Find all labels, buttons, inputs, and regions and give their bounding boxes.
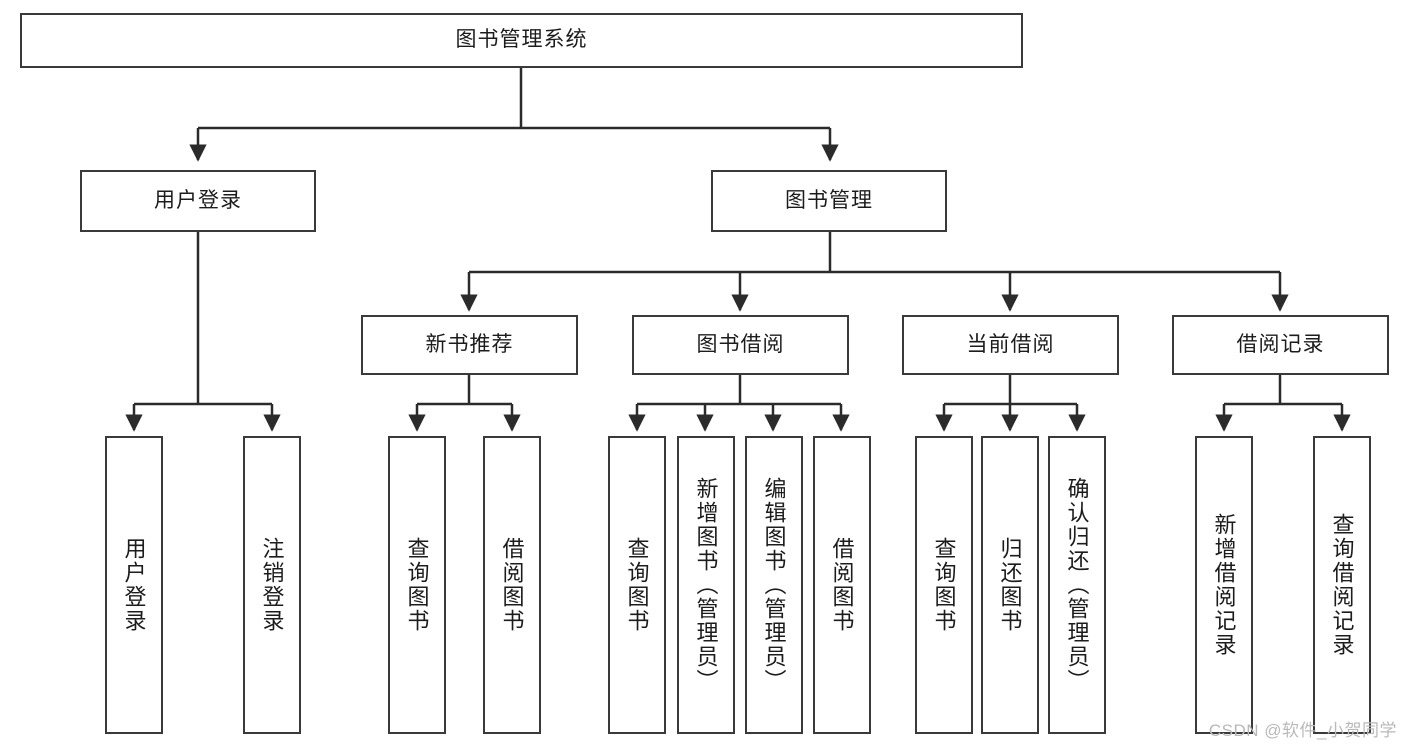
node-borrow-record[interactable]: 借阅记录 bbox=[1172, 315, 1389, 375]
leaf-confirm-return-label: 确认归还（管理员） bbox=[1064, 477, 1090, 693]
node-new-book-recommend-label: 新书推荐 bbox=[425, 332, 514, 356]
leaf-add-record[interactable]: 新增借阅记录 bbox=[1195, 436, 1253, 734]
leaf-query-book-3-label: 查询图书 bbox=[931, 537, 957, 633]
leaf-borrow-book-1[interactable]: 借阅图书 bbox=[483, 436, 541, 734]
leaf-return-book-label: 归还图书 bbox=[997, 537, 1023, 633]
leaf-logout-login[interactable]: 注销登录 bbox=[243, 436, 301, 734]
leaf-return-book[interactable]: 归还图书 bbox=[981, 436, 1039, 734]
leaf-query-book-1-label: 查询图书 bbox=[404, 537, 430, 633]
node-user-login-label: 用户登录 bbox=[154, 188, 242, 212]
leaf-logout-login-label: 注销登录 bbox=[259, 537, 285, 633]
leaf-query-book-1[interactable]: 查询图书 bbox=[388, 436, 446, 734]
leaf-edit-book-label: 编辑图书（管理员） bbox=[761, 477, 787, 693]
leaf-add-book[interactable]: 新增图书（管理员） bbox=[677, 436, 735, 734]
leaf-add-record-label: 新增借阅记录 bbox=[1211, 513, 1237, 657]
node-root-label: 图书管理系统 bbox=[455, 28, 588, 52]
leaf-edit-book[interactable]: 编辑图书（管理员） bbox=[745, 436, 803, 734]
node-book-management-label: 图书管理 bbox=[785, 188, 873, 212]
node-current-borrow-label: 当前借阅 bbox=[966, 332, 1055, 356]
leaf-add-book-label: 新增图书（管理员） bbox=[693, 477, 719, 693]
node-current-borrow[interactable]: 当前借阅 bbox=[902, 315, 1119, 375]
leaf-user-login-label: 用户登录 bbox=[121, 537, 147, 633]
leaf-query-record-label: 查询借阅记录 bbox=[1329, 513, 1355, 657]
leaf-borrow-book-2[interactable]: 借阅图书 bbox=[813, 436, 871, 734]
leaf-query-book-3[interactable]: 查询图书 bbox=[915, 436, 973, 734]
node-user-login[interactable]: 用户登录 bbox=[80, 170, 316, 232]
leaf-borrow-book-1-label: 借阅图书 bbox=[499, 537, 525, 633]
node-new-book-recommend[interactable]: 新书推荐 bbox=[361, 315, 578, 375]
leaf-query-record[interactable]: 查询借阅记录 bbox=[1313, 436, 1371, 734]
node-book-borrow[interactable]: 图书借阅 bbox=[632, 315, 849, 375]
node-root[interactable]: 图书管理系统 bbox=[20, 13, 1023, 68]
node-book-management[interactable]: 图书管理 bbox=[711, 170, 947, 232]
leaf-borrow-book-2-label: 借阅图书 bbox=[829, 537, 855, 633]
leaf-query-book-2-label: 查询图书 bbox=[624, 537, 650, 633]
leaf-confirm-return[interactable]: 确认归还（管理员） bbox=[1048, 436, 1106, 734]
node-borrow-record-label: 借阅记录 bbox=[1236, 332, 1325, 356]
watermark: CSDN @软件_小贺同学 bbox=[1208, 721, 1397, 740]
leaf-query-book-2[interactable]: 查询图书 bbox=[608, 436, 666, 734]
leaf-user-login[interactable]: 用户登录 bbox=[105, 436, 163, 734]
node-book-borrow-label: 图书借阅 bbox=[696, 332, 785, 356]
